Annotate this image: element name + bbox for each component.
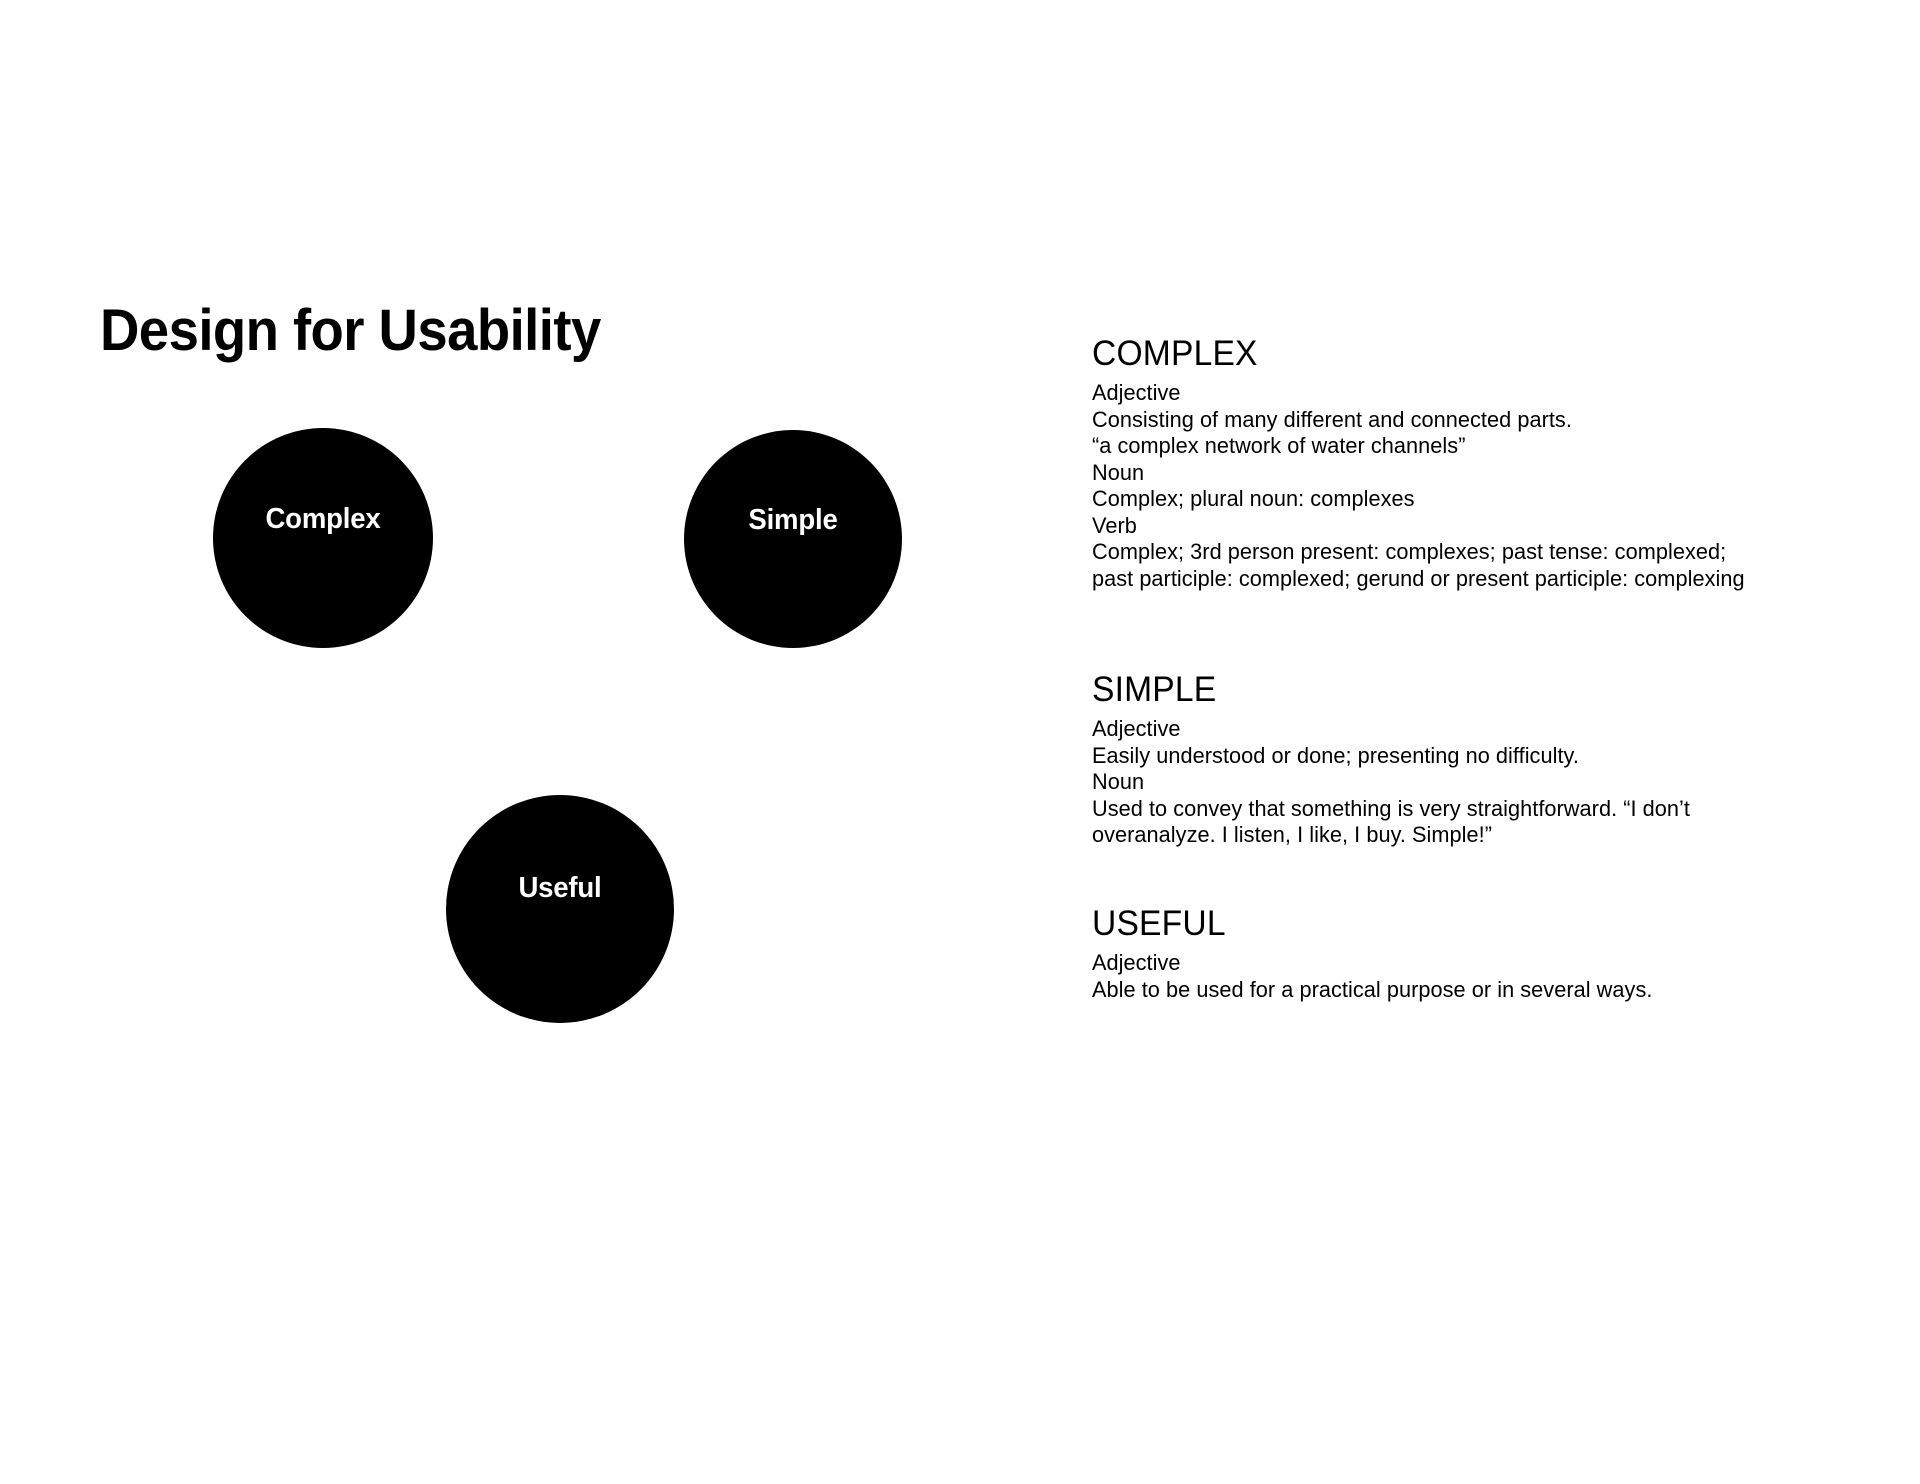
definition-block-simple: SIMPLE Adjective Easily understood or do… (1092, 672, 1852, 849)
page-title: Design for Usability (100, 297, 601, 363)
definition-line: Adjective (1092, 950, 1181, 975)
circle-node-complex[interactable]: Complex (213, 428, 433, 648)
definition-body-useful: Adjective Able to be used for a practica… (1092, 950, 1852, 1003)
definition-line: Adjective (1092, 380, 1181, 405)
circle-node-complex-label: Complex (265, 503, 381, 535)
definition-line: Noun (1092, 769, 1145, 794)
definition-line: overanalyze. I listen, I like, I buy. Si… (1092, 822, 1493, 847)
circle-node-simple[interactable]: Simple (684, 430, 902, 648)
definition-line: past participle: complexed; gerund or pr… (1092, 565, 1745, 591)
definition-block-useful: USEFUL Adjective Able to be used for a p… (1092, 906, 1852, 1003)
definition-line: Used to convey that something is very st… (1092, 795, 1690, 821)
definition-term-simple: SIMPLE (1092, 670, 1217, 709)
circle-node-useful[interactable]: Useful (446, 795, 674, 1023)
definition-line: “a complex network of water channels” (1092, 433, 1466, 458)
concept-diagram: Complex Simple Useful (213, 428, 902, 1023)
definition-line: Noun (1092, 459, 1145, 485)
definition-line: Verb (1092, 512, 1137, 538)
definition-line: Consisting of many different and connect… (1092, 406, 1572, 432)
definition-block-complex: COMPLEX Adjective Consisting of many dif… (1092, 336, 1852, 592)
definition-body-simple: Adjective Easily understood or done; pre… (1092, 716, 1852, 849)
definition-line: Complex; 3rd person present: complexes; … (1092, 539, 1727, 564)
definition-term-useful: USEFUL (1092, 904, 1226, 943)
definition-line: Easily understood or done; presenting no… (1092, 742, 1579, 768)
definition-line: Adjective (1092, 716, 1181, 741)
definition-line: Able to be used for a practical purpose … (1092, 976, 1653, 1002)
definition-term-complex: COMPLEX (1092, 334, 1258, 373)
circle-node-simple-label: Simple (748, 504, 838, 536)
definition-body-complex: Adjective Consisting of many different a… (1092, 380, 1852, 592)
definition-line: Complex; plural noun: complexes (1092, 486, 1415, 511)
circle-node-useful-label: Useful (518, 872, 602, 904)
